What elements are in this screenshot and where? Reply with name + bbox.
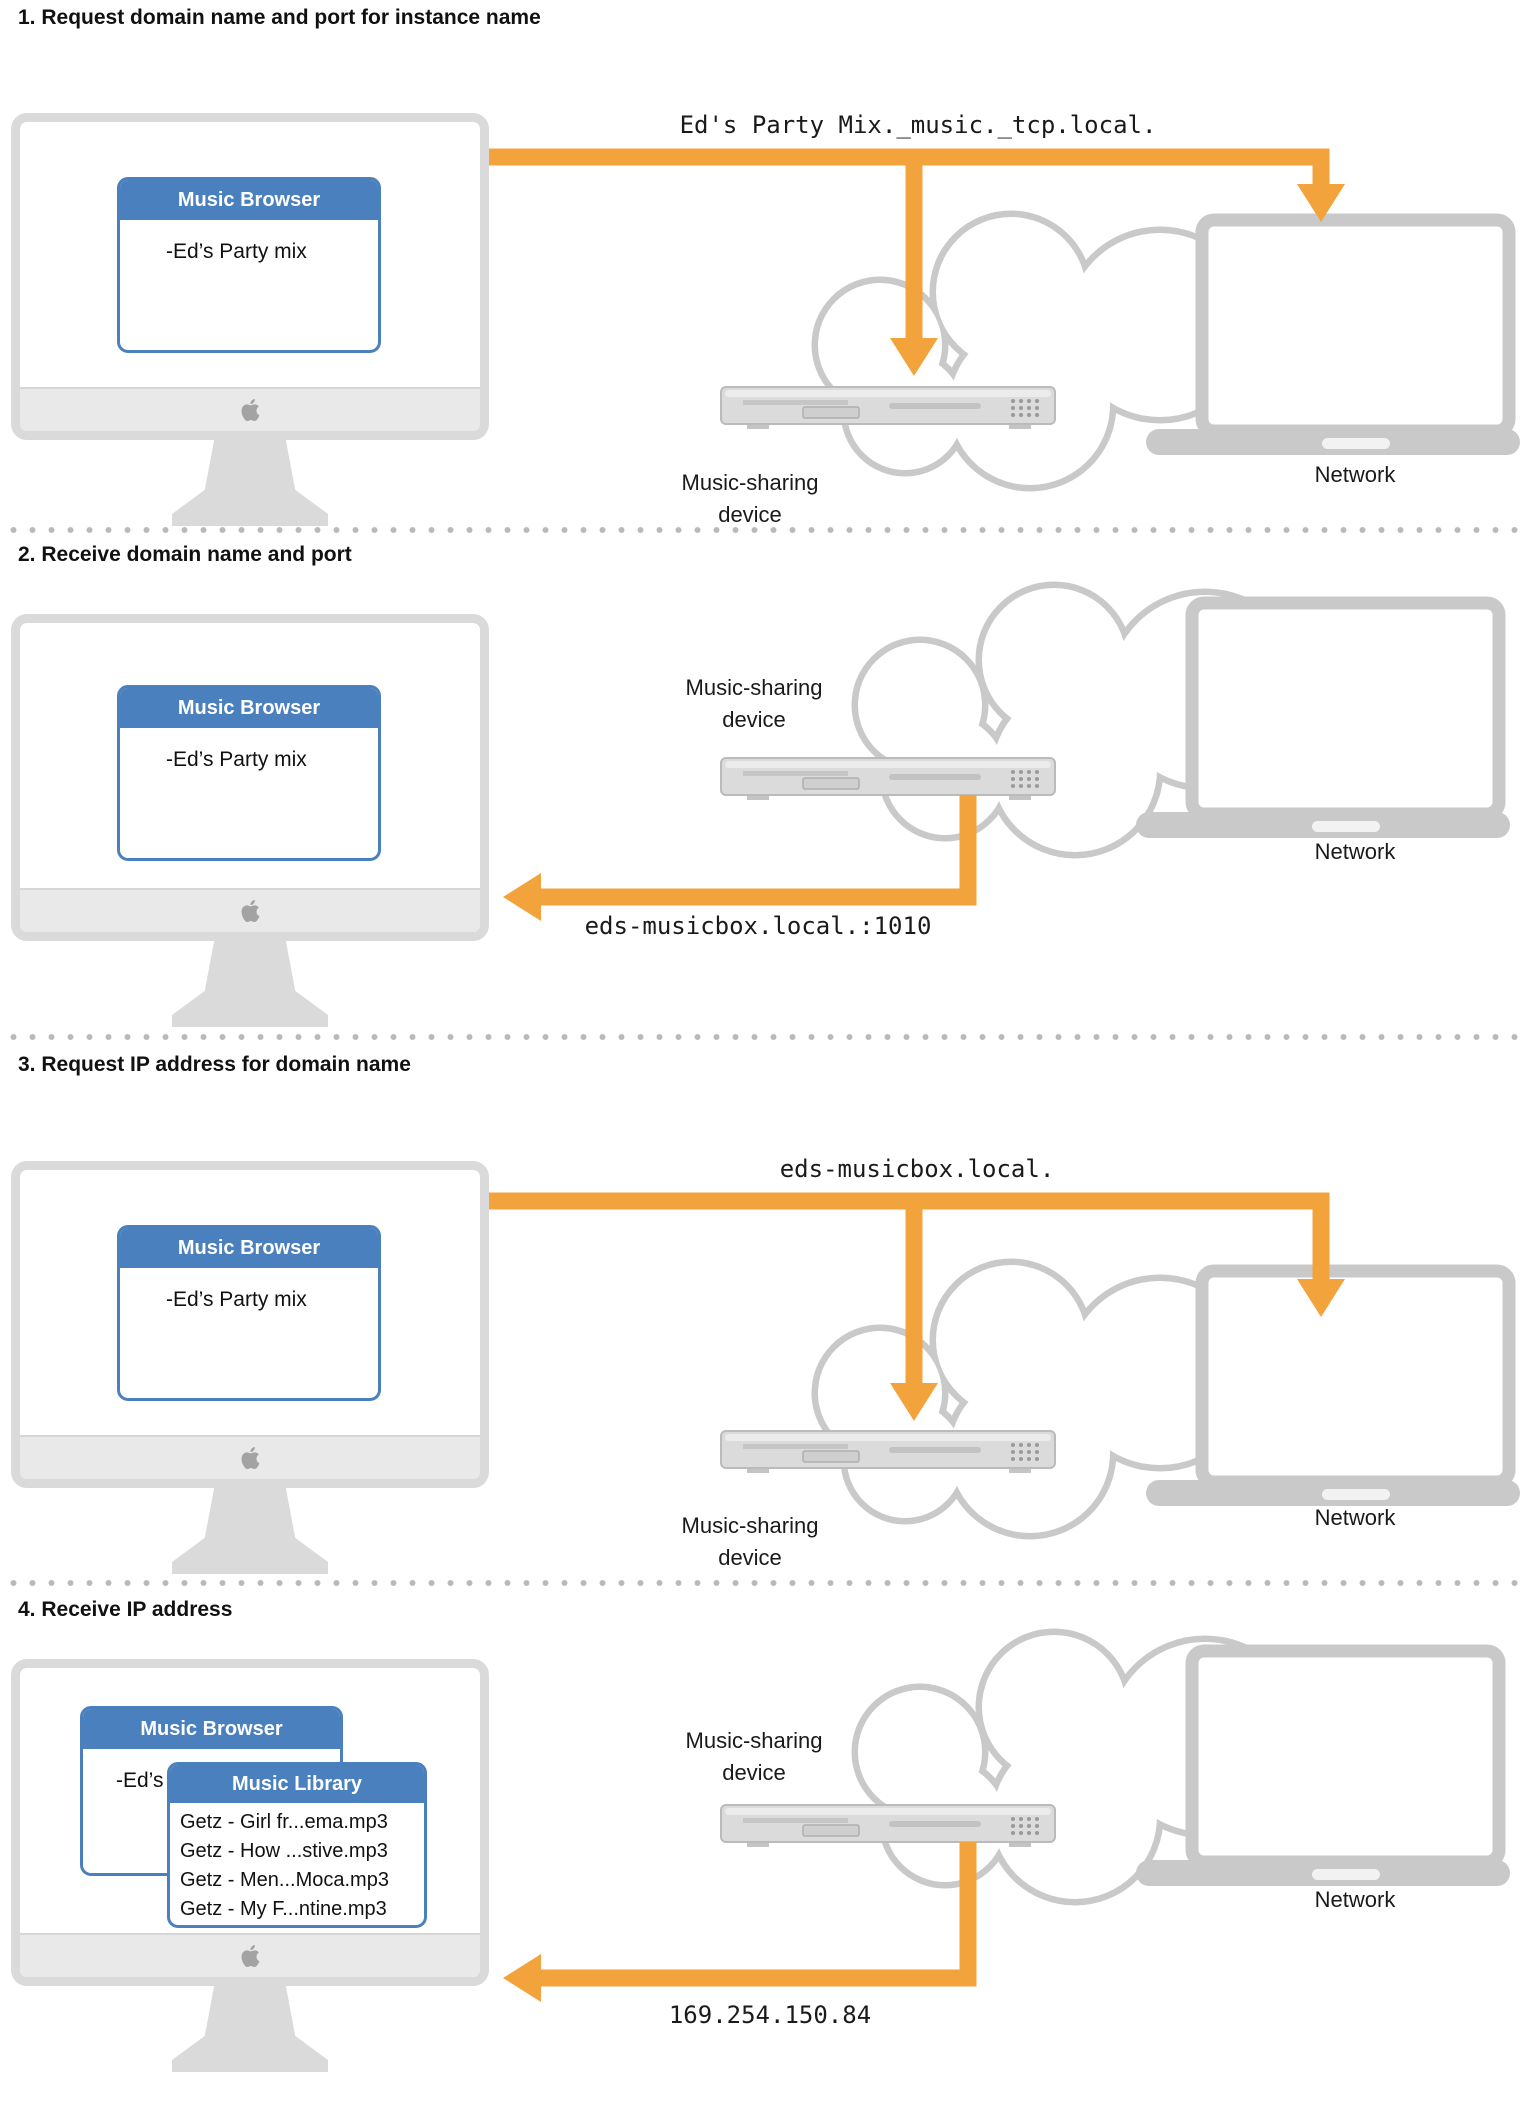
arrow-label: eds-musicbox.local.:1010 (584, 912, 932, 940)
playlist-item: -Ed’s Party mix (166, 240, 307, 263)
request-arrow (489, 1192, 1345, 1421)
song-item: Getz - Men...Moca.mp3 (180, 1869, 389, 1891)
song-item: Getz - Girl fr...ema.mp3 (180, 1811, 388, 1833)
apple-logo-icon (241, 1945, 259, 1967)
device-label-line2: device (718, 502, 782, 527)
section-2-title: 2. Receive domain name and port (18, 543, 352, 566)
imac-chin (20, 1933, 480, 1977)
music-sharing-device (720, 1430, 1056, 1474)
dotted-separator (0, 526, 1530, 534)
arrowhead-down-icon (1297, 184, 1345, 222)
arrowhead-down-icon (1297, 1279, 1345, 1317)
arrow-label: Ed's Party Mix._music._tcp.local. (679, 111, 1157, 139)
song-list: Getz - Girl fr...ema.mp3 Getz - How ...s… (170, 1803, 424, 1925)
device-label-line2: device (722, 707, 786, 732)
apple-logo-icon (241, 900, 259, 922)
section-4-title: 4. Receive IP address (18, 1598, 233, 1621)
network-label: Network (1314, 1505, 1396, 1530)
imac-screen (11, 1161, 489, 1488)
playlist-item: -Ed’s (116, 1769, 164, 1792)
request-arrow (489, 148, 1345, 376)
apple-logo-icon (241, 1447, 259, 1469)
section-4-receive-ip: 4. Receive IP address 169.254.150.84 Mus… (0, 1583, 1530, 2106)
device-label-line1: Music-sharing (685, 675, 823, 700)
music-browser-window: Music Browser -Ed’s Party mix (117, 1225, 381, 1401)
imac-stand (172, 1986, 328, 2072)
arrow-label: eds-musicbox.local. (779, 1155, 1055, 1183)
imac-stand (172, 941, 328, 1027)
network-label: Network (1314, 839, 1396, 864)
arrowhead-left-icon (503, 873, 541, 921)
section-3-request-ip: 3. Request IP address for domain name ed… (0, 1037, 1530, 1583)
music-sharing-device (720, 1804, 1056, 1848)
arrow-label: 169.254.150.84 (668, 2001, 872, 2029)
device-label-line1: Music-sharing (681, 470, 819, 495)
music-browser-window: Music Browser -Ed’s Party mix (117, 685, 381, 861)
laptop (1136, 603, 1510, 838)
music-library-window: Music Library Getz - Girl fr...ema.mp3 G… (167, 1762, 427, 1928)
window-title: Music Browser (120, 688, 378, 728)
device-label-line1: Music-sharing (685, 1728, 823, 1753)
device-label-line2: device (722, 1760, 786, 1785)
imac-chin (20, 387, 480, 431)
imac-chin (20, 888, 480, 932)
network-label: Network (1314, 462, 1396, 487)
arrowhead-down-icon (890, 1383, 938, 1421)
playlist-item: -Ed’s Party mix (166, 1288, 307, 1311)
laptop (1146, 1271, 1520, 1506)
laptop (1136, 1651, 1510, 1886)
section-1-request-name: 1. Request domain name and port for inst… (0, 0, 1530, 530)
imac-chin (20, 1435, 480, 1479)
device-label-line1: Music-sharing (681, 1513, 819, 1538)
music-sharing-device (720, 757, 1056, 801)
response-arrow (503, 1842, 977, 2002)
song-item: Getz - My F...ntine.mp3 (180, 1898, 387, 1920)
window-title: Music Browser (83, 1709, 340, 1749)
section-2-receive-name-port: 2. Receive domain name and port eds-musi… (0, 530, 1530, 1037)
imac-computer (11, 113, 489, 526)
dotted-separator (0, 1579, 1530, 1587)
playlist-item: -Ed’s Party mix (166, 748, 307, 771)
section-3-title: 3. Request IP address for domain name (18, 1053, 411, 1076)
music-sharing-device (720, 386, 1056, 430)
arrowhead-down-icon (890, 338, 938, 376)
imac-screen (11, 113, 489, 440)
apple-logo-icon (241, 399, 259, 421)
response-arrow (503, 795, 977, 921)
network-label: Network (1314, 1887, 1396, 1912)
device-label-line2: device (718, 1545, 782, 1570)
song-item: Getz - How ...stive.mp3 (180, 1840, 388, 1862)
window-title: Music Library (170, 1765, 424, 1803)
section-1-title: 1. Request domain name and port for inst… (18, 6, 541, 29)
window-title: Music Browser (120, 180, 378, 220)
laptop (1146, 220, 1520, 455)
window-title: Music Browser (120, 1228, 378, 1268)
music-browser-window: Music Browser -Ed’s Party mix (117, 177, 381, 353)
dotted-separator (0, 1033, 1530, 1041)
imac-stand (172, 440, 328, 526)
imac-stand (172, 1488, 328, 1574)
arrowhead-left-icon (503, 1954, 541, 2002)
imac-computer (11, 1161, 489, 1574)
